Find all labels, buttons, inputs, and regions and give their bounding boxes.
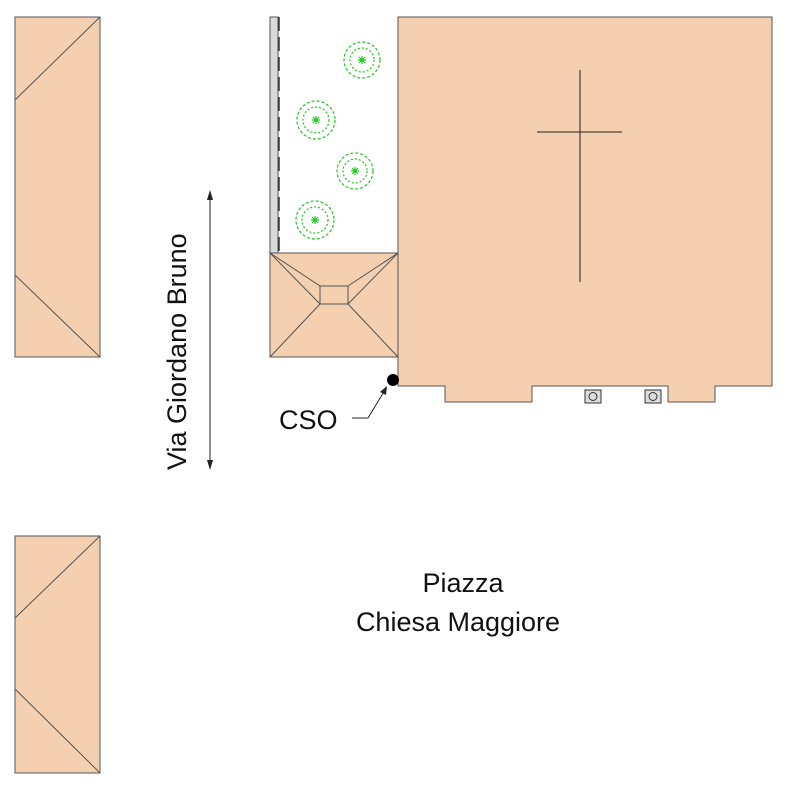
square-label-line1: Piazza [422, 568, 504, 598]
church-building [397, 16, 773, 404]
cso-point-icon [352, 374, 399, 419]
building-left-top [14, 16, 101, 358]
hipped-roof-building [268, 252, 400, 358]
tree-icon [295, 200, 335, 240]
tree-icon [296, 100, 336, 140]
garden-strip [269, 16, 280, 254]
street-arrow-icon [207, 190, 213, 470]
manhole-icon [584, 389, 602, 404]
square-label-line2: Chiesa Maggiore [356, 607, 560, 637]
manhole-icon [644, 389, 662, 404]
building-left-bottom [14, 535, 101, 774]
tree-icon [336, 152, 374, 190]
cso-label: CSO [279, 405, 338, 435]
street-label: Via Giordano Bruno [162, 233, 192, 470]
tree-icon [343, 41, 381, 79]
church-cross-icon [537, 70, 622, 282]
